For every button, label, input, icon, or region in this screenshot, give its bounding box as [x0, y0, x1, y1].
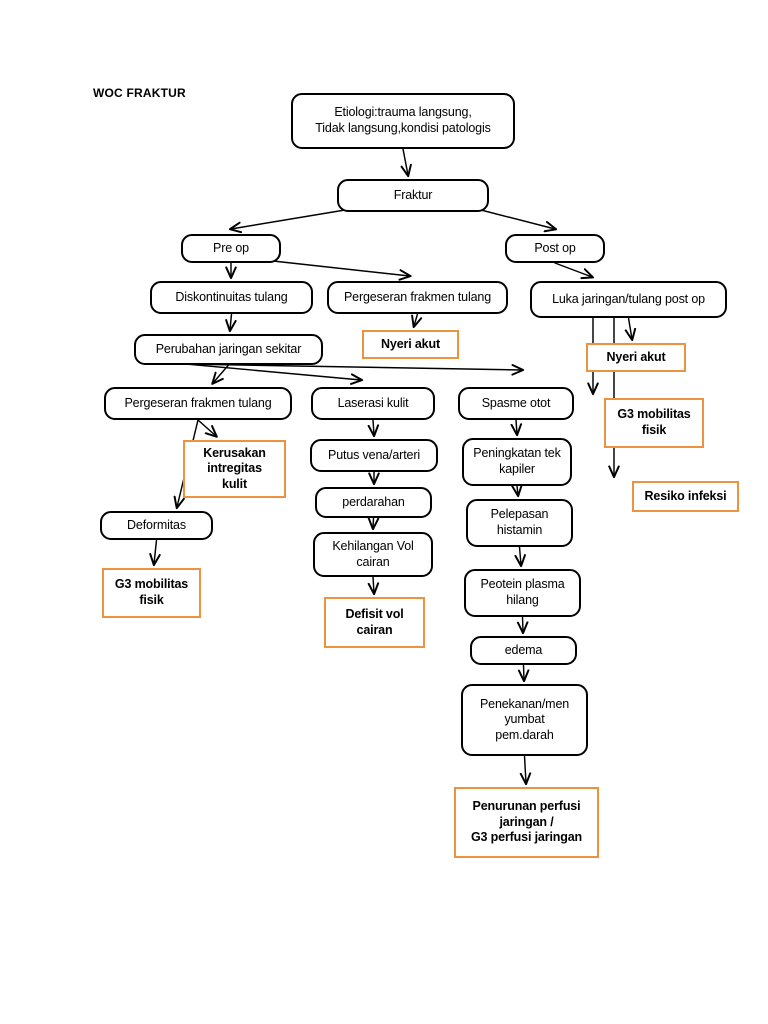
node-label: Nyeri akut	[381, 336, 440, 351]
node-pelepasan[interactable]: Pelepasan histamin	[466, 499, 573, 547]
node-laserasi[interactable]: Laserasi kulit	[311, 387, 435, 420]
edge-preop-to-pergeser1	[272, 260, 410, 276]
edge-perubahan-to-laserasi	[185, 363, 361, 380]
node-nyeri2[interactable]: Nyeri akut	[586, 343, 686, 372]
node-kehilangan[interactable]: Kehilangan Vol cairan	[313, 532, 433, 577]
node-putus[interactable]: Putus vena/arteri	[310, 439, 438, 472]
node-pergeser1[interactable]: Pergeseran frakmen tulang	[327, 281, 508, 314]
edge-spasme-to-peningkatan	[516, 419, 517, 434]
node-label: Perubahan jaringan sekitar	[155, 341, 302, 356]
node-label: edema	[504, 642, 543, 657]
node-label: Pergeseran frakmen tulang	[124, 395, 272, 410]
edge-edema-to-penekanan	[524, 664, 525, 680]
node-diskon[interactable]: Diskontinuitas tulang	[150, 281, 313, 314]
node-penurunan[interactable]: Penurunan perfusi jaringan / G3 perfusi …	[454, 787, 599, 858]
node-etiologi[interactable]: Etiologi:trauma langsung, Tidak langsung…	[291, 93, 515, 149]
edge-deformitas-to-g3mob2	[154, 539, 157, 564]
node-fraktur[interactable]: Fraktur	[337, 179, 489, 212]
node-deformitas[interactable]: Deformitas	[100, 511, 213, 540]
node-label: perdarahan	[342, 494, 405, 509]
node-g3mob2[interactable]: G3 mobilitas fisik	[102, 568, 201, 618]
edge-fraktur-to-postop	[480, 209, 555, 229]
node-label: Fraktur	[393, 187, 433, 202]
edge-pergeser1-to-nyeri1	[414, 313, 418, 326]
edge-peotein-to-edema	[523, 616, 524, 632]
node-nyeri1[interactable]: Nyeri akut	[362, 330, 459, 359]
edge-kehilangan-to-defisit	[373, 576, 374, 593]
node-peningkatan[interactable]: Peningkatan tek kapiler	[462, 438, 572, 486]
node-label: Etiologi:trauma langsung, Tidak langsung…	[315, 105, 491, 135]
node-label: Diskontinuitas tulang	[175, 289, 288, 304]
node-pergeser2[interactable]: Pergeseran frakmen tulang	[104, 387, 292, 420]
node-perdarahan[interactable]: perdarahan	[315, 487, 432, 518]
node-resiko[interactable]: Resiko infeksi	[632, 481, 739, 512]
edge-etiologi-to-fraktur	[403, 148, 408, 175]
node-label: Kerusakan intregitas kulit	[203, 445, 266, 491]
edge-penekanan-to-penurunan	[525, 755, 527, 783]
edge-pergeser2-to-kerusakan	[197, 419, 216, 436]
node-label: Putus vena/arteri	[328, 447, 420, 462]
node-label: Penurunan perfusi jaringan / G3 perfusi …	[470, 799, 583, 845]
node-label: Deformitas	[127, 517, 186, 532]
node-label: Penekanan/men yumbat pem.darah	[479, 696, 570, 742]
node-preop[interactable]: Pre op	[181, 234, 281, 263]
edge-pelepasan-to-peotein	[520, 546, 522, 565]
node-peotein[interactable]: Peotein plasma hilang	[464, 569, 581, 617]
page-title: WOC FRAKTUR	[93, 86, 186, 100]
node-label: Luka jaringan/tulang post op	[552, 291, 705, 306]
node-spasme[interactable]: Spasme otot	[458, 387, 574, 420]
node-label: G3 mobilitas fisik	[617, 407, 691, 437]
node-kerusakan[interactable]: Kerusakan intregitas kulit	[183, 440, 286, 498]
edge-peningkatan-to-pelepasan	[517, 486, 518, 495]
node-label: Pelepasan histamin	[490, 507, 549, 537]
edge-diskon-to-perubahan	[230, 313, 232, 330]
node-label: Peotein plasma hilang	[480, 577, 565, 607]
node-penekanan[interactable]: Penekanan/men yumbat pem.darah	[461, 684, 588, 756]
node-label: Resiko infeksi	[644, 488, 727, 503]
node-perubahan[interactable]: Perubahan jaringan sekitar	[134, 334, 323, 365]
node-edema[interactable]: edema	[470, 636, 577, 665]
edge-luka-to-nyeri2	[629, 317, 633, 339]
node-label: Kehilangan Vol cairan	[332, 538, 414, 569]
node-label: Post op	[534, 240, 576, 255]
edge-perdarahan-to-kehilangan	[373, 518, 374, 528]
edge-perubahan-to-pergeser2	[213, 364, 230, 383]
node-label: G3 mobilitas fisik	[114, 577, 189, 607]
node-label: Pergeseran frakmen tulang	[343, 289, 492, 304]
node-postop[interactable]: Post op	[505, 234, 605, 263]
node-label: Peningkatan tek kapiler	[473, 446, 561, 476]
edge-fraktur-to-preop	[231, 209, 346, 229]
node-label: Defisit vol cairan	[345, 606, 404, 637]
edge-postop-to-luka	[554, 262, 592, 277]
node-defisit[interactable]: Defisit vol cairan	[324, 597, 425, 648]
node-label: Laserasi kulit	[337, 395, 409, 410]
node-luka[interactable]: Luka jaringan/tulang post op	[530, 281, 727, 318]
node-g3mob1[interactable]: G3 mobilitas fisik	[604, 398, 704, 448]
node-label: Pre op	[213, 240, 249, 255]
node-label: Nyeri akut	[606, 349, 666, 364]
node-label: Spasme otot	[481, 395, 551, 410]
edge-laserasi-to-putus	[373, 419, 374, 435]
